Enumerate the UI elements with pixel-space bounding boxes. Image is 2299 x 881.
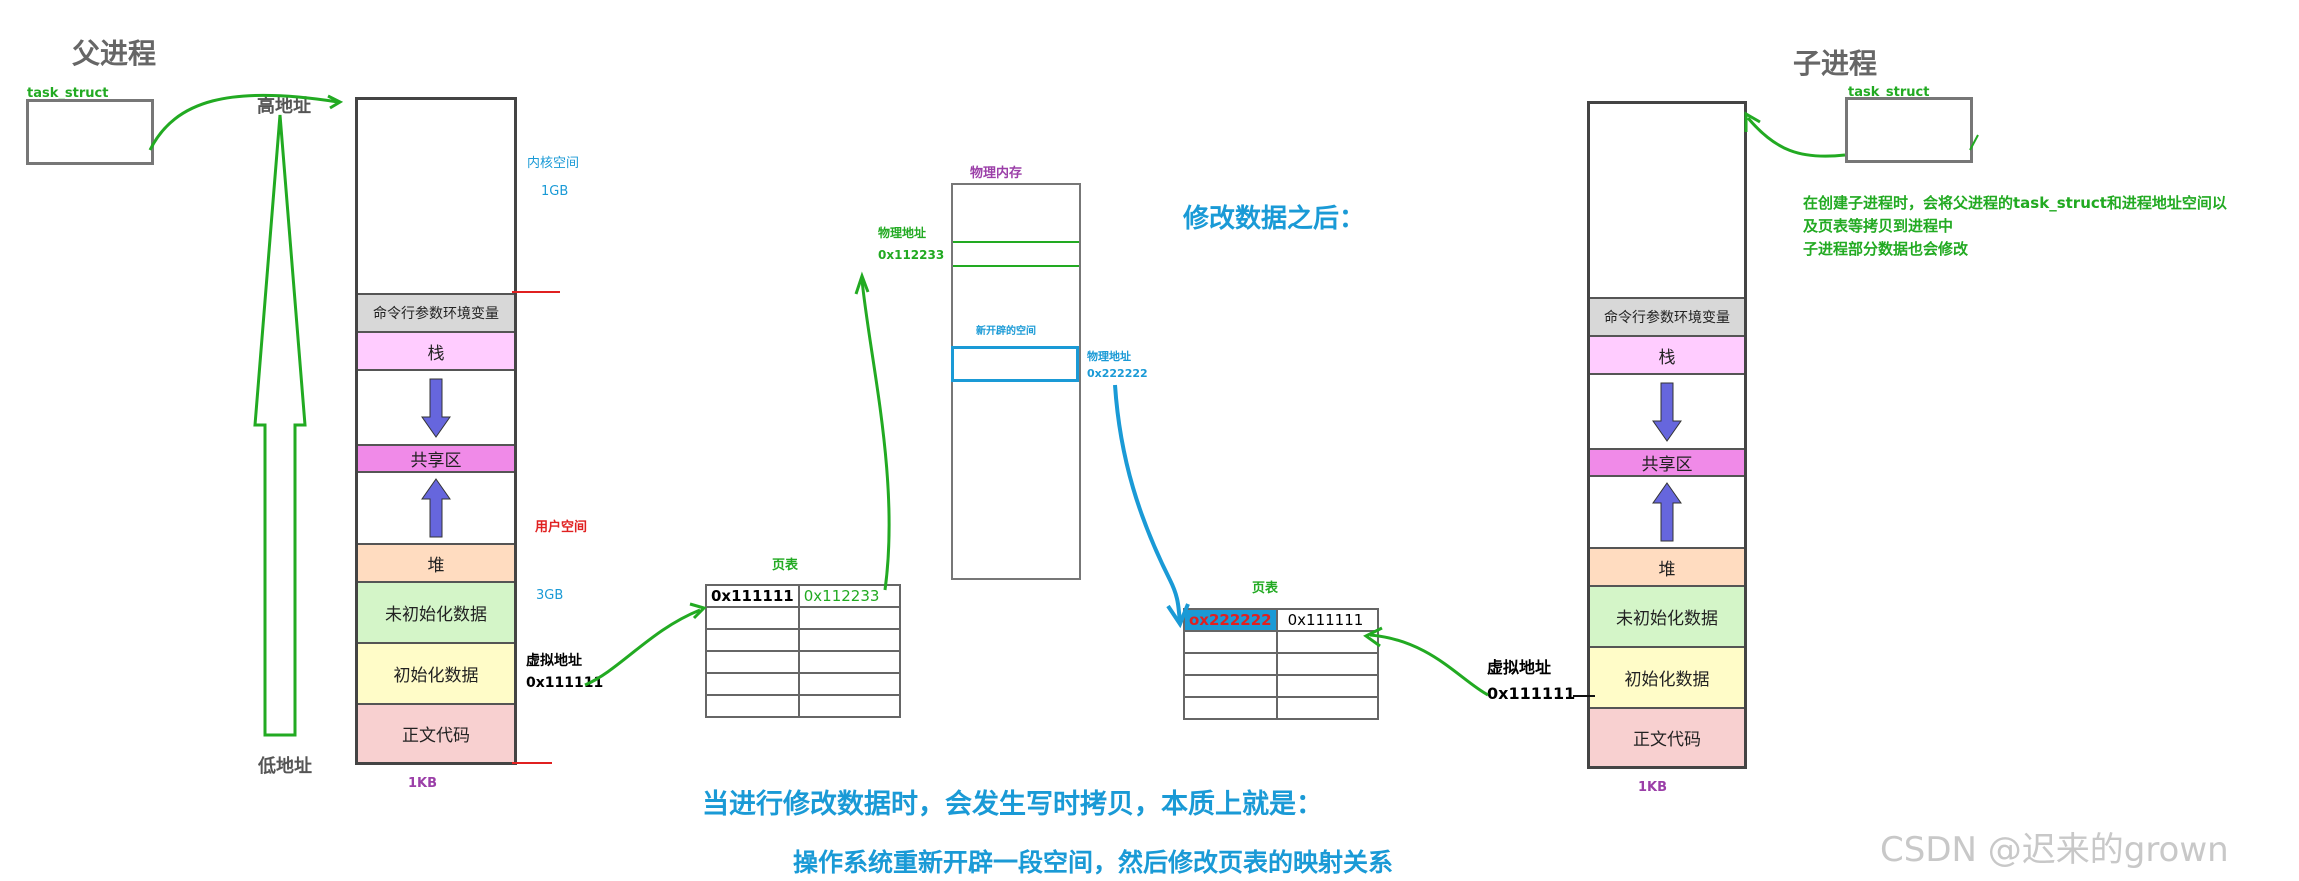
physical-memory-box — [951, 183, 1081, 580]
new-space-block — [951, 346, 1079, 382]
low-address-label: 低地址 — [258, 756, 312, 777]
child-page-table-title: 页表 — [1252, 581, 1279, 596]
bottom-text-2: 操作系统重新开辟一段空间，然后修改页表的映射关系 — [793, 848, 1394, 877]
new-space-to-child-pt-connector — [1113, 384, 1182, 621]
child-seg-heap: 堆 — [1590, 547, 1744, 585]
child-note-line-2: 及页表等拷贝到进程中 — [1803, 217, 1954, 235]
parent-gap-2 — [358, 471, 514, 543]
parent-pt-virtual: 0x111111 — [705, 584, 800, 608]
parent-address-space: 命令行参数环境变量 栈 共享区 堆 未初始化数据 初始化数据 正文代码 — [355, 97, 517, 765]
parent-seg-shared: 共享区 — [358, 444, 514, 471]
user-size-label: 3GB — [536, 588, 564, 603]
child-gap-1 — [1590, 373, 1744, 448]
user-space-label: 用户空间 — [535, 520, 588, 535]
child-bottom-label: 1KB — [1638, 780, 1668, 795]
parent-page-table-title: 页表 — [772, 558, 799, 573]
phys-addr-value-1: 0x112233 — [878, 248, 945, 262]
phys-addr-label-1: 物理地址 — [878, 226, 927, 240]
parent-seg-text: 正文代码 — [358, 703, 514, 762]
bottom-text-1: 当进行修改数据时，会发生写时拷贝，本质上就是： — [702, 789, 1323, 820]
kernel-space-label: 内核空间 — [527, 156, 580, 171]
child-note-line-1: 在创建子进程时，会将父进程的task_struct和进程地址空间以 — [1803, 194, 2227, 212]
kernel-size-label: 1GB — [541, 184, 569, 199]
address-direction-arrow — [253, 114, 307, 737]
parent-seg-heap: 堆 — [358, 543, 514, 581]
child-title: 子进程 — [1793, 47, 1878, 80]
parent-seg-bss: 未初始化数据 — [358, 581, 514, 642]
child-virtual-addr-value: 0x111111 — [1487, 684, 1576, 703]
parent-seg-data: 初始化数据 — [358, 642, 514, 703]
child-ts-connector — [1746, 117, 1846, 158]
child-stack-grow-down-arrow — [1652, 382, 1682, 442]
parent-seg-cmdline: 命令行参数环境变量 — [358, 293, 514, 331]
child-seg-cmdline: 命令行参数环境变量 — [1590, 297, 1744, 335]
watermark: CSDN @迟来的grown — [1880, 830, 2229, 870]
heap-grow-up-arrow — [421, 478, 451, 538]
kernel-user-divider — [512, 291, 560, 293]
child-va-to-pt-connector — [1369, 633, 1489, 697]
child-virtual-addr-label: 虚拟地址 — [1487, 658, 1552, 677]
child-task-struct-box — [1845, 97, 1973, 163]
parent-pt-physical: 0x112233 — [797, 584, 902, 608]
after-modify-title: 修改数据之后： — [1183, 204, 1366, 234]
child-pt-virtual: 0x111111 — [1275, 608, 1380, 632]
child-gap-2 — [1590, 475, 1744, 547]
child-note: 在创建子进程时，会将父进程的task_struct和进程地址空间以 及页表等拷贝… — [1803, 192, 2227, 261]
child-task-struct-label: task_struct — [1848, 85, 1930, 100]
parent-seg-stack: 栈 — [358, 331, 514, 369]
parent-title: 父进程 — [72, 37, 157, 70]
parent-task-struct-label: task_struct — [27, 86, 109, 101]
child-seg-shared: 共享区 — [1590, 448, 1744, 475]
child-pt-physical: ox222222 — [1183, 608, 1278, 632]
stack-grow-down-arrow — [421, 378, 451, 438]
parent-gap-1 — [358, 369, 514, 444]
child-address-space: 命令行参数环境变量 栈 共享区 堆 未初始化数据 初始化数据 正文代码 — [1587, 101, 1747, 769]
child-seg-data: 初始化数据 — [1590, 646, 1744, 707]
child-seg-bss: 未初始化数据 — [1590, 585, 1744, 646]
bottom-divider — [512, 762, 552, 764]
phys-addr-value-2: 0x222222 — [1087, 367, 1148, 380]
phys-addr-label-2: 物理地址 — [1087, 350, 1131, 363]
parent-task-struct-box — [26, 99, 154, 165]
child-note-line-3: 子进程部分数据也会修改 — [1803, 240, 1969, 258]
pt-to-phys-connector — [860, 279, 891, 591]
child-seg-stack: 栈 — [1590, 335, 1744, 373]
child-virtual-tick — [1573, 695, 1595, 697]
child-seg-text: 正文代码 — [1590, 707, 1744, 766]
parent-virtual-addr-value: 0x111111 — [526, 675, 604, 691]
new-space-label: 新开辟的空间 — [976, 326, 1036, 337]
physical-memory-title: 物理内存 — [970, 166, 1023, 181]
child-heap-grow-up-arrow — [1652, 482, 1682, 542]
parent-bottom-label: 1KB — [408, 776, 438, 791]
parent-va-to-pt-connector — [584, 608, 701, 687]
parent-virtual-addr-label: 虚拟地址 — [526, 653, 582, 669]
